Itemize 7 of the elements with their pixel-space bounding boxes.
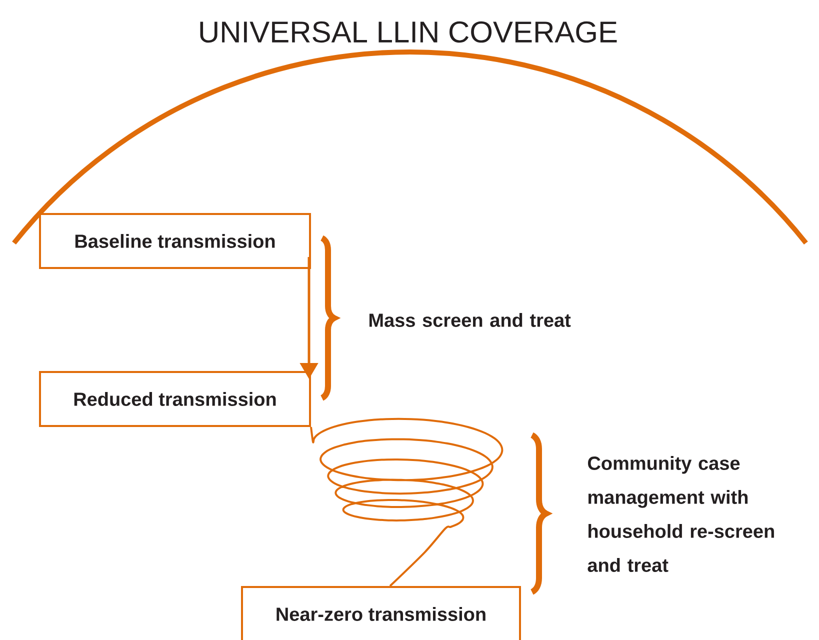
intervention-label: Community case management with household re-screen and treat: [588, 456, 774, 572]
stage-box: Baseline transmission: [39, 213, 311, 269]
stage-box: Reduced transmission: [39, 371, 311, 427]
spiral-line: [310, 418, 504, 587]
intervention-label: Mass screen and treat: [369, 313, 571, 327]
stage-box: Near-zero transmission: [241, 586, 521, 640]
title: UNIVERSAL LLIN COVERAGE: [200, 21, 617, 43]
